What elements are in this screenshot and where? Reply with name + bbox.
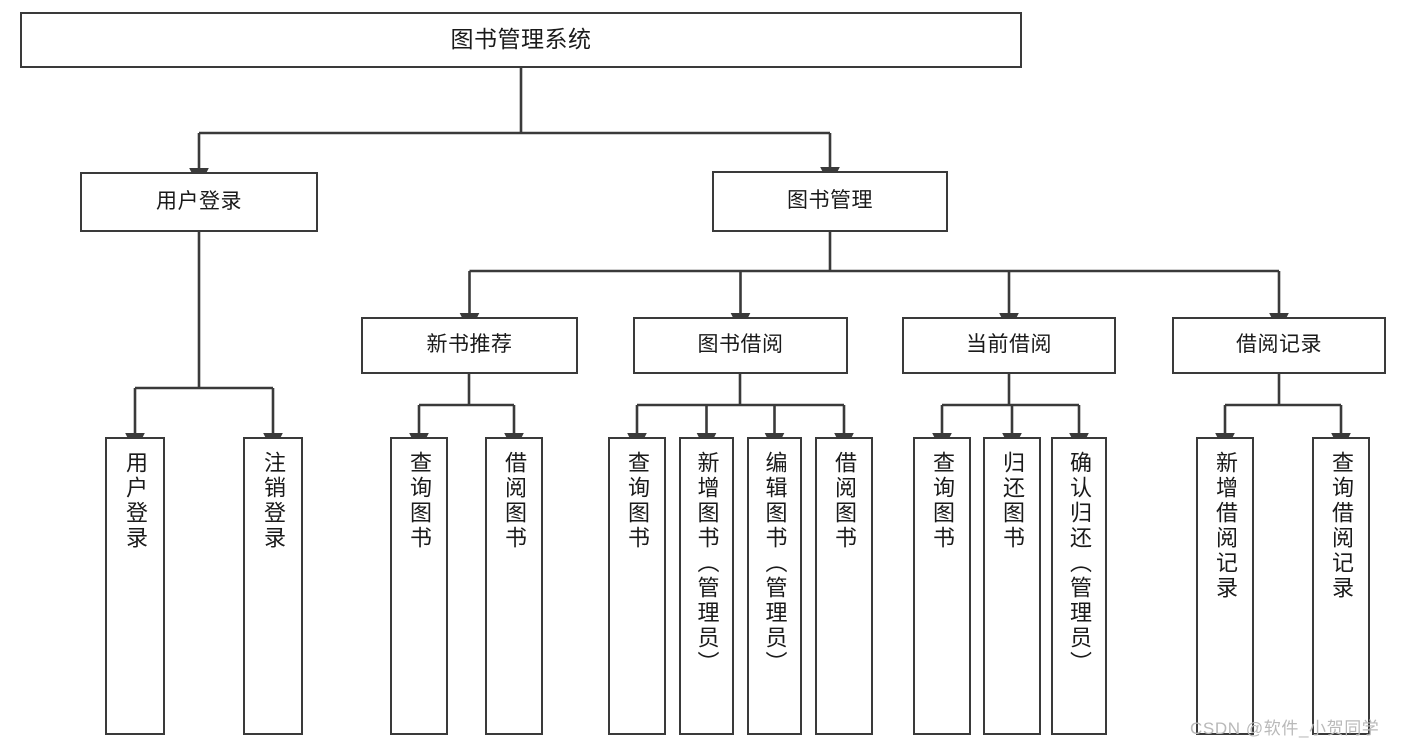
node-label: 借阅记录 <box>1236 333 1322 357</box>
node-label: 用户登录 <box>156 189 242 213</box>
node-leaf-add-record[interactable]: 新增借阅记录 <box>1196 437 1254 735</box>
node-borrow-record[interactable]: 借阅记录 <box>1172 317 1386 374</box>
node-label: 当前借阅 <box>966 333 1052 357</box>
node-label: 借阅图书 <box>502 451 527 551</box>
node-label: 图书管理系统 <box>450 26 592 53</box>
node-leaf-logout[interactable]: 注销登录 <box>243 437 303 735</box>
node-user-login[interactable]: 用户登录 <box>80 172 318 232</box>
node-label: 图书管理 <box>787 189 873 213</box>
node-label: 新增图书（管理员） <box>694 451 720 676</box>
node-label: 用户登录 <box>123 451 148 551</box>
csdn-watermark: CSDN @软件_小贺同学 <box>1190 719 1380 738</box>
node-leaf-borrow-book-1[interactable]: 借阅图书 <box>485 437 543 735</box>
node-label: 编辑图书（管理员） <box>762 451 788 676</box>
node-leaf-borrow-book-2[interactable]: 借阅图书 <box>815 437 873 735</box>
node-label: 查询图书 <box>407 451 432 551</box>
node-root[interactable]: 图书管理系统 <box>20 12 1022 68</box>
node-label: 查询图书 <box>625 451 650 551</box>
node-leaf-query-record[interactable]: 查询借阅记录 <box>1312 437 1370 735</box>
node-label: 归还图书 <box>1000 451 1025 551</box>
node-leaf-add-book[interactable]: 新增图书（管理员） <box>679 437 734 735</box>
node-leaf-edit-book[interactable]: 编辑图书（管理员） <box>747 437 802 735</box>
node-book-manage[interactable]: 图书管理 <box>712 171 948 232</box>
node-leaf-return-book[interactable]: 归还图书 <box>983 437 1041 735</box>
node-leaf-user-login[interactable]: 用户登录 <box>105 437 165 735</box>
node-label: 新书推荐 <box>426 333 513 357</box>
node-leaf-query-book-2[interactable]: 查询图书 <box>608 437 666 735</box>
node-label: 查询借阅记录 <box>1329 451 1354 601</box>
node-label: 借阅图书 <box>832 451 857 551</box>
node-leaf-query-book-1[interactable]: 查询图书 <box>390 437 448 735</box>
node-label: 查询图书 <box>930 451 955 551</box>
node-book-borrow[interactable]: 图书借阅 <box>633 317 848 374</box>
node-new-book-recommend[interactable]: 新书推荐 <box>361 317 578 374</box>
node-label: 图书借阅 <box>697 333 784 357</box>
node-label: 注销登录 <box>261 451 286 551</box>
node-current-borrow[interactable]: 当前借阅 <box>902 317 1116 374</box>
node-leaf-query-book-3[interactable]: 查询图书 <box>913 437 971 735</box>
node-leaf-confirm-return[interactable]: 确认归还（管理员） <box>1051 437 1107 735</box>
node-label: 新增借阅记录 <box>1213 451 1238 601</box>
node-label: 确认归还（管理员） <box>1067 451 1092 676</box>
